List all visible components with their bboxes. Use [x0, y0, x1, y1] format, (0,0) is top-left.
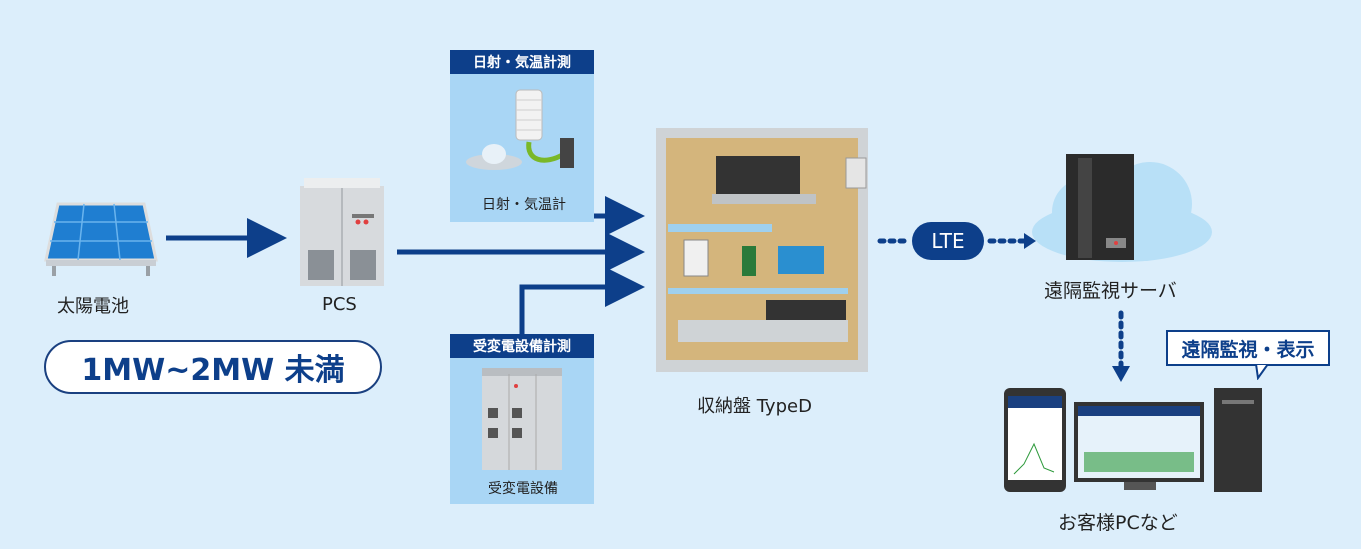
lte-badge: LTE	[912, 222, 984, 260]
cabinet-label: 収納盤 TypeD	[697, 396, 812, 417]
capacity-badge: 1MW~2MW 未満	[44, 340, 382, 394]
cloud-server-icon	[1032, 154, 1212, 262]
bubble-tail	[1254, 364, 1270, 380]
solar-label: 太陽電池	[57, 296, 129, 317]
pyranometer-thermometer-icon	[466, 89, 574, 170]
arrow-substation-to-cabinet	[519, 267, 645, 338]
weather-measure-box: 日射・気温計測 日射・気温計	[450, 50, 594, 222]
substation-equipment-icon	[482, 368, 562, 470]
substation-measure-box: 受変電設備計測 受変電設備	[450, 334, 594, 504]
pcs-icon	[300, 178, 384, 286]
substation-device-label: 受変電設備	[488, 481, 558, 497]
pcs-label: PCS	[322, 294, 357, 315]
substation-header: 受変電設備計測	[450, 334, 594, 358]
cabinet-icon	[656, 128, 868, 372]
solar-panel-icon	[44, 202, 158, 276]
customer-devices-icon	[1004, 388, 1262, 492]
weather-device-label: 日射・気温計	[482, 197, 566, 213]
server-label: 遠隔監視サーバ	[1044, 280, 1177, 302]
weather-header: 日射・気温計測	[450, 50, 594, 74]
customer-pc-label: お客様PCなど	[1058, 512, 1178, 534]
remote-display-bubble: 遠隔監視・表示	[1166, 330, 1330, 366]
